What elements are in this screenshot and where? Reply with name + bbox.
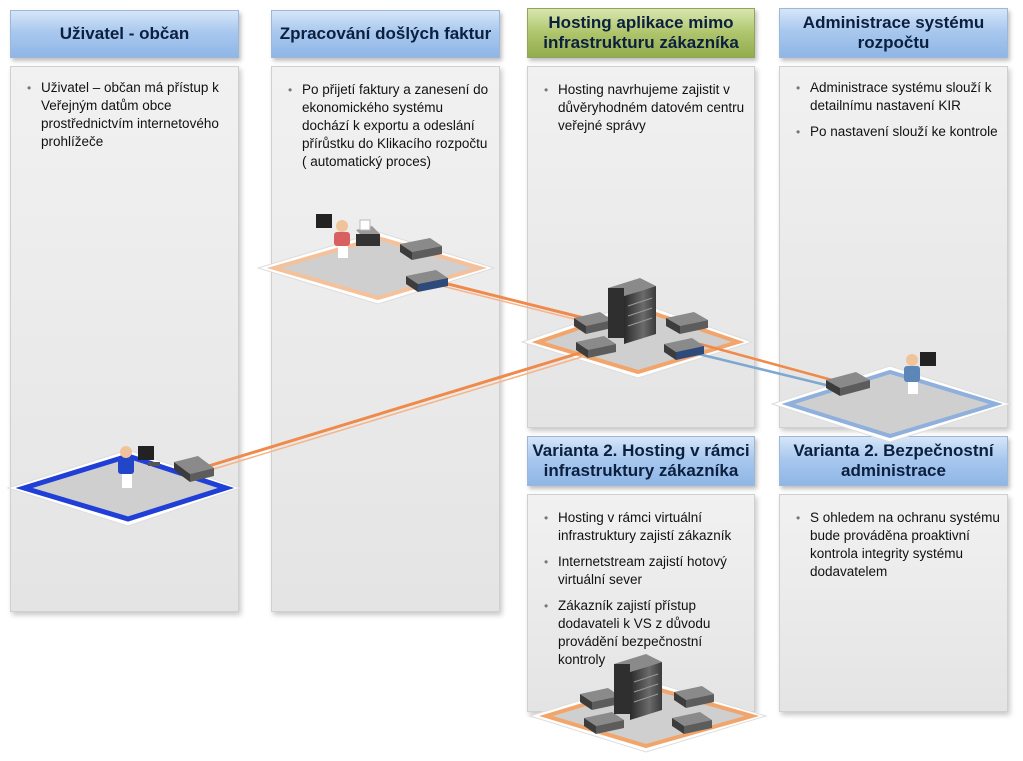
bullet-text: Hosting v rámci virtuální infrastruktury… xyxy=(544,509,748,545)
router-icon xyxy=(826,372,870,396)
bullet-text: Administrace systému slouží k detailnímu… xyxy=(796,79,1001,115)
router-icon xyxy=(674,686,714,708)
router-icon xyxy=(666,312,708,334)
header-uzivatel-obcan: Uživatel - občan xyxy=(10,10,239,58)
server-rack-icon xyxy=(608,278,656,344)
bullet-text: Po nastavení slouží ke kontrole xyxy=(796,123,1001,141)
link-uzivatel-hosting xyxy=(201,346,599,473)
link-admin-hosting xyxy=(681,342,833,388)
router-icon xyxy=(664,338,704,360)
platform-admin xyxy=(770,365,1012,443)
bullet-text: Internetstream zajistí hotový virtuální … xyxy=(544,553,748,589)
bullet-text: Zákazník zajistí přístup dodavateli k VS… xyxy=(544,597,748,669)
header-varianta2-bezpecnost: Varianta 2. Bezpečnostní administrace xyxy=(779,436,1008,486)
bullet-text: S ohledem na ochranu systému bude provád… xyxy=(796,509,1001,581)
router-icon xyxy=(584,712,624,734)
bullet-text: Uživatel – občan má přístup k Veřejným d… xyxy=(27,79,232,151)
server-rack-icon xyxy=(614,654,662,720)
printer-icon xyxy=(356,219,380,246)
panel-varianta2-hosting: Hosting v rámci virtuální infrastruktury… xyxy=(527,494,755,712)
router-icon xyxy=(574,312,612,334)
header-hosting-mimo: Hosting aplikace mimo infrastrukturu zák… xyxy=(527,8,755,58)
panel-varianta2-bezpecnost: S ohledem na ochranu systému bude provád… xyxy=(779,494,1008,712)
router-icon xyxy=(400,238,442,260)
bullet-text: Po přijetí faktury a zanesení do ekonomi… xyxy=(288,81,493,171)
user-at-pc-icon xyxy=(118,446,160,488)
user-at-pc-icon xyxy=(904,352,936,394)
user-at-pc-icon xyxy=(316,214,350,258)
router-icon xyxy=(580,688,620,710)
router-icon xyxy=(406,270,448,292)
header-zpracovani-faktur: Zpracování došlých faktur xyxy=(271,10,500,58)
header-varianta2-hosting: Varianta 2. Hosting v rámci infrastruktu… xyxy=(527,436,755,486)
router-icon xyxy=(174,456,214,482)
router-icon xyxy=(672,712,712,734)
link-faktury-hosting xyxy=(431,278,595,325)
panel-zpracovani-faktur: Po přijetí faktury a zanesení do ekonomi… xyxy=(271,66,500,612)
router-icon xyxy=(576,336,616,358)
header-administrace: Administrace systému rozpočtu xyxy=(779,8,1008,58)
bullet-text: Hosting navrhujeme zajistit v důvěryhodn… xyxy=(544,81,748,135)
